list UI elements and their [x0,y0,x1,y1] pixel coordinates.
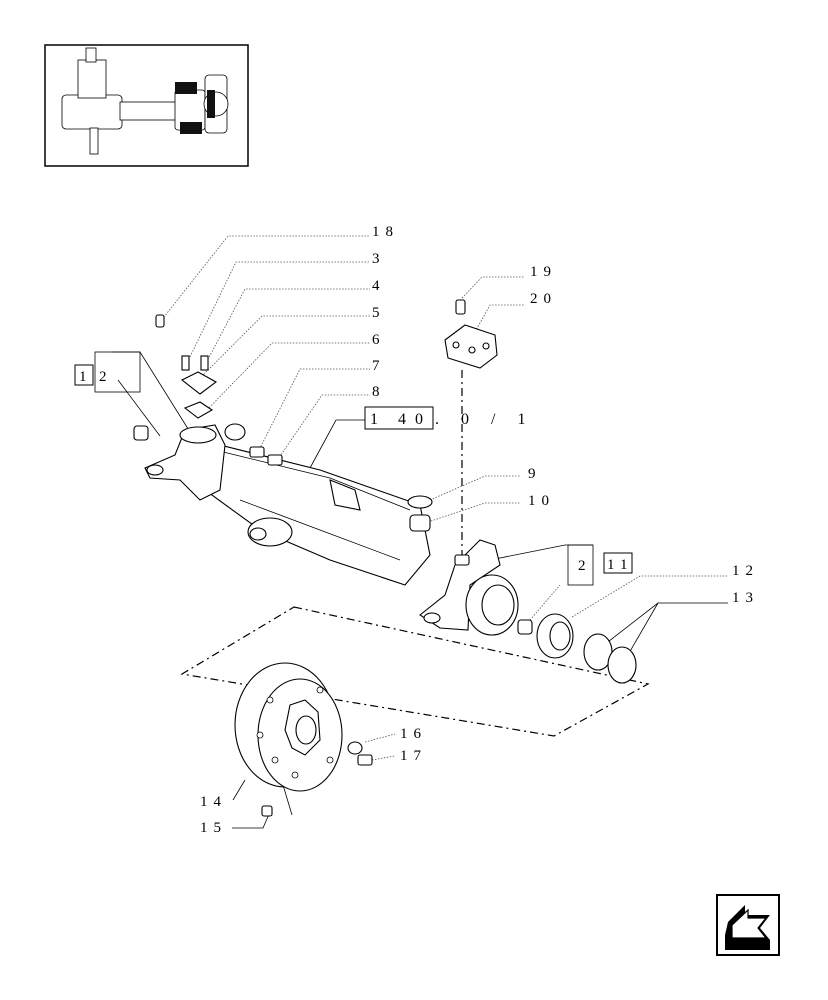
top-bracket [444,299,498,369]
label-18: 18 [372,224,399,240]
label-4: 4 [372,278,386,294]
ref-box-tail: . 0 / 1 [435,411,534,428]
screw-and-washer [347,741,373,766]
label-19: 19 [530,264,557,280]
label-5: 5 [372,305,386,321]
label-15: 15 [200,820,227,836]
previous-page-arrow-icon[interactable] [716,894,780,956]
label-3: 3 [372,251,386,267]
label-17: 17 [400,748,427,764]
assembly-guide-lines [180,370,650,737]
label-12: 12 [732,563,759,579]
label-2: 2 [99,369,113,385]
left-steering-knuckle [144,423,246,501]
ref-box-1: 1 [370,411,387,428]
boxed-ref-12: 1 2 [74,351,141,393]
left-small-parts [133,314,283,466]
label-8: 8 [372,384,386,400]
label-20: 20 [530,291,557,307]
label-7: 7 [372,358,386,374]
right-steering-knuckle [419,539,519,636]
ref-box-40: 40 [398,411,432,428]
front-axle-housing [199,439,431,586]
label-2b: 2 [578,558,592,574]
label-16: 16 [400,726,427,742]
label-1: 1 [79,369,93,385]
label-9: 9 [528,466,542,482]
callout-labels: 18 3 4 5 6 7 8 19 20 9 10 12 13 14 15 16… [200,224,759,836]
label-13: 13 [732,590,759,606]
label-10: 10 [528,493,555,509]
label-11: 11 [607,557,633,573]
washer-and-bush [407,495,433,532]
label-6: 6 [372,332,386,348]
label-14: 14 [200,794,227,810]
axle-overview-thumbnail [44,44,249,167]
right-bearing-parts [517,613,637,684]
boxed-ref-2-11: 11 [567,544,633,586]
boxed-ref-1-40-0-1: 1 40 . 0 / 1 [364,406,534,430]
wheel-carrier-drum [234,662,343,817]
